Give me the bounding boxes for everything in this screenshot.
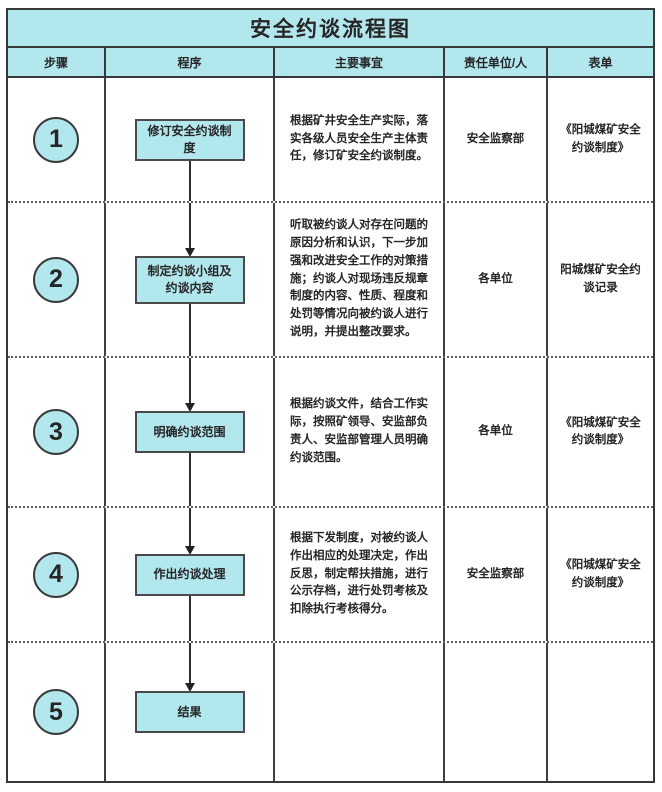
table-body: 1 修订安全约谈制度 根据矿井安全生产实际，落实各级人员安全生产主体责任，修订矿… <box>8 78 653 781</box>
procedure-cell: 修订安全约谈制度 <box>106 78 275 201</box>
matters-text: 听取被约谈人对存在问题的原因分析和认识，下一步加强和改进安全工作的对策措施；约谈… <box>290 219 428 339</box>
flowchart-table: 安全约谈流程图 步骤 程序 主要事宜 责任单位/人 表单 1 修订安全约谈制度 … <box>6 8 655 783</box>
matters-text: 根据下发制度，对被约谈人作出相应的处理决定，作出反思，制定帮扶措施，进行公示存档… <box>290 531 428 616</box>
flow-box: 制定约谈小组及约谈内容 <box>134 255 245 304</box>
flow-connector-line <box>188 453 191 506</box>
flow-connector-line <box>188 508 191 546</box>
procedure-cell: 明确约谈范围 <box>106 358 275 506</box>
column-header-procedure: 程序 <box>106 48 275 76</box>
flow-box: 作出约谈处理 <box>134 553 245 596</box>
procedure-cell: 作出约谈处理 <box>106 508 275 641</box>
flow-box: 修订安全约谈制度 <box>134 118 245 161</box>
step-circle: 2 <box>33 256 79 303</box>
matters-cell: 根据约谈文件，结合工作实际，按照矿领导、安监部负责人、安监部管理人员明确约谈范围… <box>275 358 445 506</box>
arrow-down-icon <box>184 247 195 257</box>
procedure-cell: 结果 <box>106 643 275 781</box>
flow-connector-line <box>188 358 191 403</box>
matters-cell <box>275 643 445 781</box>
column-header-form: 表单 <box>548 48 653 76</box>
step-circle: 5 <box>33 689 79 735</box>
column-header-step: 步骤 <box>8 48 106 76</box>
form-cell: 《阳城煤矿安全约谈制度》 <box>548 358 653 506</box>
owner-cell <box>445 643 548 781</box>
table-row: 1 修订安全约谈制度 根据矿井安全生产实际，落实各级人员安全生产主体责任，修订矿… <box>8 78 653 203</box>
owner-text: 各单位 <box>478 425 513 438</box>
form-text: 阳城煤矿安全约谈记录 <box>560 264 641 294</box>
table-row: 2 制定约谈小组及约谈内容 听取被约谈人对存在问题的原因分析和认识，下一步加强和… <box>8 203 653 358</box>
arrow-down-icon <box>184 683 195 692</box>
arrow-down-icon <box>184 403 195 412</box>
matters-text: 根据约谈文件，结合工作实际，按照矿领导、安监部负责人、安监部管理人员明确约谈范围… <box>290 398 428 464</box>
step-circle: 1 <box>33 116 79 163</box>
table-header-row: 步骤 程序 主要事宜 责任单位/人 表单 <box>8 48 653 78</box>
matters-cell: 根据矿井安全生产实际，落实各级人员安全生产主体责任，修订矿安全约谈制度。 <box>275 78 445 201</box>
flow-connector-line <box>188 160 191 201</box>
form-cell <box>548 643 653 781</box>
form-text: 《阳城煤矿安全约谈制度》 <box>560 416 641 446</box>
owner-text: 安全监察部 <box>466 132 525 145</box>
table-row: 4 作出约谈处理 根据下发制度，对被约谈人作出相应的处理决定，作出反思，制定帮扶… <box>8 508 653 643</box>
flow-connector-line <box>188 595 191 641</box>
owner-text: 安全监察部 <box>466 567 525 580</box>
matters-text: 根据矿井安全生产实际，落实各级人员安全生产主体责任，修订矿安全约谈制度。 <box>290 114 428 163</box>
step-cell: 2 <box>8 203 106 356</box>
matters-cell: 听取被约谈人对存在问题的原因分析和认识，下一步加强和改进安全工作的对策措施；约谈… <box>275 203 445 356</box>
step-cell: 3 <box>8 358 106 506</box>
flow-connector-line <box>188 643 191 683</box>
step-cell: 5 <box>8 643 106 781</box>
column-header-owner: 责任单位/人 <box>445 48 548 76</box>
owner-cell: 安全监察部 <box>445 508 548 641</box>
flow-box: 结果 <box>134 691 245 733</box>
flow-connector-line <box>188 203 191 248</box>
step-circle: 3 <box>33 409 79 455</box>
owner-cell: 各单位 <box>445 203 548 356</box>
step-cell: 1 <box>8 78 106 201</box>
matters-cell: 根据下发制度，对被约谈人作出相应的处理决定，作出反思，制定帮扶措施，进行公示存档… <box>275 508 445 641</box>
form-cell: 《阳城煤矿安全约谈制度》 <box>548 508 653 641</box>
owner-cell: 安全监察部 <box>445 78 548 201</box>
owner-cell: 各单位 <box>445 358 548 506</box>
arrow-down-icon <box>184 545 195 555</box>
column-header-matters: 主要事宜 <box>275 48 445 76</box>
flow-connector-line <box>188 303 191 356</box>
owner-text: 各单位 <box>478 272 513 285</box>
page-title: 安全约谈流程图 <box>8 10 653 48</box>
flow-box: 明确约谈范围 <box>134 411 245 453</box>
form-text: 《阳城煤矿安全约谈制度》 <box>560 124 641 154</box>
step-circle: 4 <box>33 551 79 598</box>
form-cell: 阳城煤矿安全约谈记录 <box>548 203 653 356</box>
procedure-cell: 制定约谈小组及约谈内容 <box>106 203 275 356</box>
table-row: 5 结果 <box>8 643 653 781</box>
table-row: 3 明确约谈范围 根据约谈文件，结合工作实际，按照矿领导、安监部负责人、安监部管… <box>8 358 653 508</box>
form-text: 《阳城煤矿安全约谈制度》 <box>560 559 641 589</box>
step-cell: 4 <box>8 508 106 641</box>
form-cell: 《阳城煤矿安全约谈制度》 <box>548 78 653 201</box>
